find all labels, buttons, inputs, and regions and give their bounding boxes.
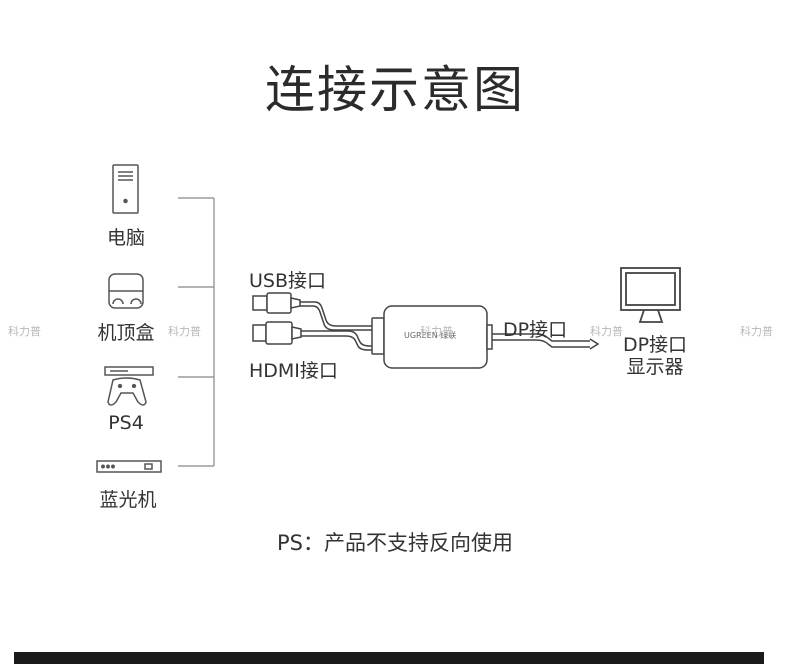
adapter-body [371,305,493,369]
usb-plug [252,292,301,314]
device-label-pc: 电脑 [106,227,145,249]
display-label: DP接口 显示器 [615,334,695,378]
game-console-icon [104,366,154,406]
adapter-brand-label: UGREEN 绿联 [404,331,457,340]
device-label-set-top-box: 机顶盒 [97,322,155,344]
dp-port-label: DP接口 [503,319,568,341]
device-bracket [178,197,215,467]
display-label-line2: 显示器 [626,356,684,378]
bottom-bar [14,652,764,664]
watermark: 科力普 [420,325,453,338]
dp-cable [492,333,600,350]
monitor-icon [620,267,681,323]
blu-ray-player-icon [96,460,162,473]
watermark: 科力普 [8,325,41,338]
hdmi-port-label: HDMI接口 [249,360,338,382]
desktop-pc-icon [112,164,139,214]
usb-port-label: USB接口 [249,270,327,292]
device-label-blu-ray: 蓝光机 [99,489,157,511]
watermark: 科力普 [168,325,201,338]
display-label-line1: DP接口 [622,334,688,356]
usage-note: PS：产品不支持反向使用 [277,531,513,555]
device-label-ps4: PS4 [108,412,144,434]
watermark: 科力普 [740,325,773,338]
watermark: 科力普 [590,325,623,338]
hdmi-plug [252,321,302,345]
adapter-cables [300,301,382,351]
set-top-box-icon [108,273,144,309]
page-title: 连接示意图 [265,61,525,119]
